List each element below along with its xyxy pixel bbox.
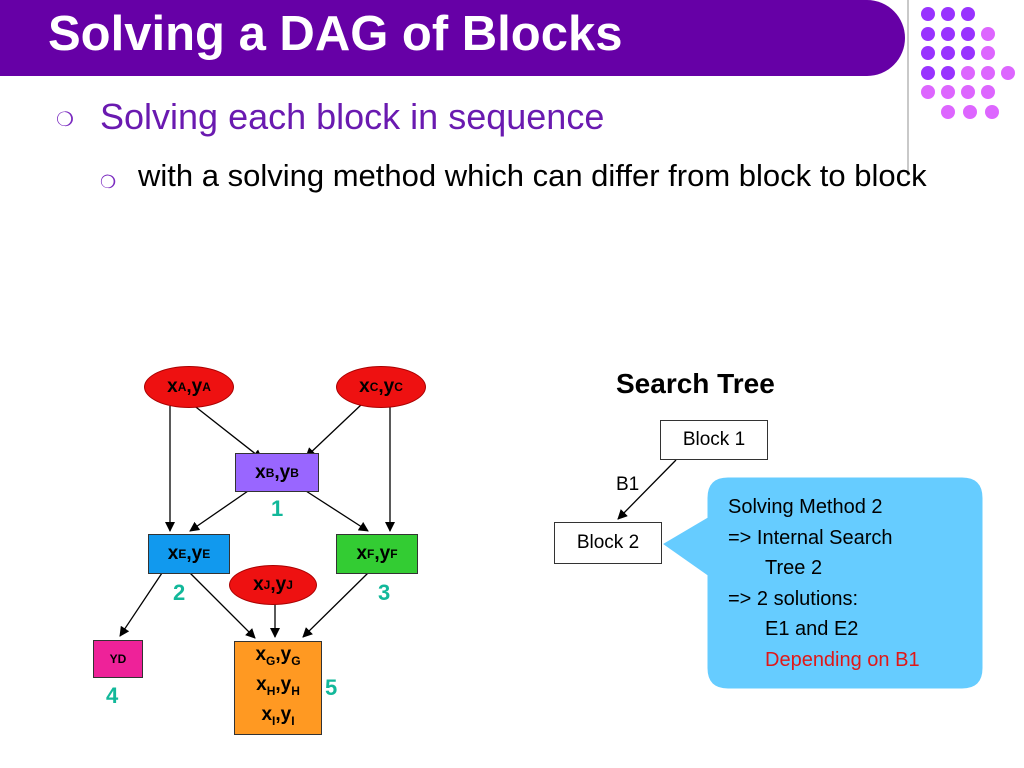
decorative-dot xyxy=(961,85,975,99)
edge-f-ghi xyxy=(302,572,369,638)
decorative-dot xyxy=(921,65,935,80)
block-number-4: 4 xyxy=(106,683,119,708)
edge-e-ghi xyxy=(189,572,256,639)
decorative-dot xyxy=(941,65,955,80)
decorative-dot xyxy=(1001,65,1015,80)
tree-edge-b1 xyxy=(617,459,677,520)
slide-title: Solving a DAG of Blocks xyxy=(48,7,623,61)
block-number-2: 2 xyxy=(173,580,186,605)
decorative-dot xyxy=(985,104,999,119)
callout-text: Solving Method 2 => Internal Search Tree… xyxy=(728,492,920,675)
decorative-dot xyxy=(961,65,975,80)
decorative-dot xyxy=(981,46,995,60)
node-ghi-row-h: xH,yH xyxy=(256,674,300,698)
bullet-marker-icon: ❍ xyxy=(100,172,117,192)
edge-a-b xyxy=(191,403,263,460)
decorative-dot xyxy=(941,104,955,119)
dag-edges xyxy=(119,403,677,639)
bullet-level2: ❍ with a solving method which can differ… xyxy=(100,156,948,196)
callout-line-3: Tree 2 xyxy=(765,557,823,579)
decorative-dot xyxy=(921,85,935,99)
decorative-dot xyxy=(981,85,995,99)
callout-line-4: => 2 solutions: xyxy=(728,587,859,610)
tree-node-block1: Block 1 xyxy=(660,420,768,460)
bullet-marker-icon: ❍ xyxy=(56,109,74,131)
block-number-3: 3 xyxy=(378,580,391,605)
bullet-level2-text: with a solving method which can differ f… xyxy=(138,158,927,193)
node-ghi-row-i: xI,yI xyxy=(261,703,295,728)
block-number-5: 5 xyxy=(325,675,338,700)
decorative-dot xyxy=(961,7,975,21)
callout-line-5: E1 and E2 xyxy=(765,618,859,640)
callout-line-2: => Internal Search xyxy=(728,526,893,549)
decorative-dot xyxy=(961,26,975,41)
edge-c-b xyxy=(305,403,363,458)
decorative-dot xyxy=(941,26,955,41)
callout-bubble xyxy=(663,477,983,689)
search-tree-label: Search Tree xyxy=(616,368,775,399)
tree-node-block2: Block 2 xyxy=(554,522,662,564)
decorative-dot xyxy=(961,46,975,60)
node-ghi-row-g: xG,yG xyxy=(255,644,301,669)
tree-edge-label: B1 xyxy=(616,474,640,495)
divider-line xyxy=(907,0,909,176)
node-yd: YD xyxy=(93,640,143,678)
decorative-dot xyxy=(921,7,935,21)
node-ghi: xG,yG xH,yH xI,yI xyxy=(234,641,322,735)
block-number-1: 1 xyxy=(271,496,284,521)
title-bar xyxy=(0,0,905,76)
decorative-dot xyxy=(921,46,935,60)
decorative-dot xyxy=(941,85,955,99)
decorative-dot xyxy=(981,26,995,41)
edge-e-yd xyxy=(119,572,163,637)
callout-highlight: Depending on B1 xyxy=(765,648,920,671)
bullet-level1: ❍ Solving each block in sequence xyxy=(56,96,605,138)
decorative-dot xyxy=(921,26,935,41)
edge-b-f xyxy=(305,490,369,532)
decorative-dot xyxy=(941,7,955,21)
decorative-dot xyxy=(981,65,995,80)
bullet-level1-text: Solving each block in sequence xyxy=(100,96,605,137)
decorative-dot xyxy=(941,46,955,60)
decorative-dot xyxy=(963,104,977,119)
callout-line-1: Solving Method 2 xyxy=(728,496,883,518)
edge-b-e xyxy=(189,490,249,532)
